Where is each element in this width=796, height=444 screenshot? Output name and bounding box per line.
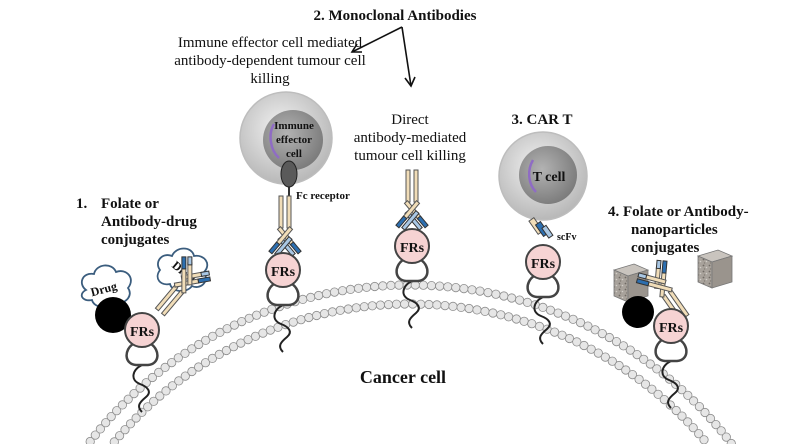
monoclonal-antibodies-title: 2. Monoclonal Antibodies [314, 8, 477, 24]
car-t-cell: T cell [498, 131, 588, 221]
fc-receptor-label: Fc receptor [296, 190, 350, 202]
frs-label-4: FRs [531, 257, 556, 272]
antibody-direct [395, 169, 429, 233]
t-cell-label: T cell [533, 170, 566, 185]
frs-label-3: FRs [400, 241, 425, 256]
direct-caption-line-2: antibody-mediated [354, 130, 467, 146]
frs-label-2: FRs [271, 265, 296, 280]
frs-label-5: FRs [659, 321, 684, 336]
folate-receptor-5: FRs [652, 307, 690, 410]
item-1-line-2: Antibody-drug [101, 214, 197, 230]
direct-caption-line-1: Direct [391, 112, 429, 128]
cancer-cell-label: Cancer cell [360, 367, 446, 387]
frs-label-1: FRs [130, 325, 155, 340]
folate-ball-left [95, 297, 131, 333]
fc-receptor: Fc receptor [280, 160, 350, 202]
item-1-line-3: conjugates [101, 232, 169, 248]
immune-caption-line-2: antibody-dependent tumour cell [174, 53, 366, 69]
item-4-line-2: nanoparticles [631, 222, 718, 238]
immune-caption-line-3: killing [250, 71, 290, 87]
immune-cell-label-3: cell [286, 148, 302, 160]
immune-cell-label-1: Immune [274, 120, 314, 132]
immune-caption-line-1: Immune effector cell mediated [178, 35, 363, 51]
folate-ball-right [622, 296, 654, 328]
item-1-line-1: Folate or [101, 196, 159, 212]
drug-label-left: Drug [89, 279, 118, 299]
nanoparticle-cube-right [696, 249, 734, 289]
direct-caption-line-3: tumour cell killing [354, 148, 466, 164]
immune-effector-cell: Immune effector cell [239, 91, 333, 185]
item-4-line-1: 4. Folate or Antibody- [608, 204, 749, 220]
car-t-title: 3. CAR T [512, 112, 573, 128]
item-4-line-3: conjugates [631, 240, 699, 256]
antibody-adcc [268, 195, 302, 259]
arrows [350, 26, 416, 88]
folate-receptor-3: FRs [393, 227, 431, 330]
folate-receptor-1: FRs [123, 311, 161, 414]
folate-receptor-4: FRs [524, 243, 562, 346]
item-1-number: 1. [76, 196, 88, 212]
drug-cloud-left: Drug [80, 264, 132, 308]
scfv: scFv [528, 217, 576, 243]
immune-cell-label-2: effector [276, 134, 312, 146]
scfv-label: scFv [557, 232, 576, 243]
folate-receptor-2: FRs [264, 251, 302, 354]
